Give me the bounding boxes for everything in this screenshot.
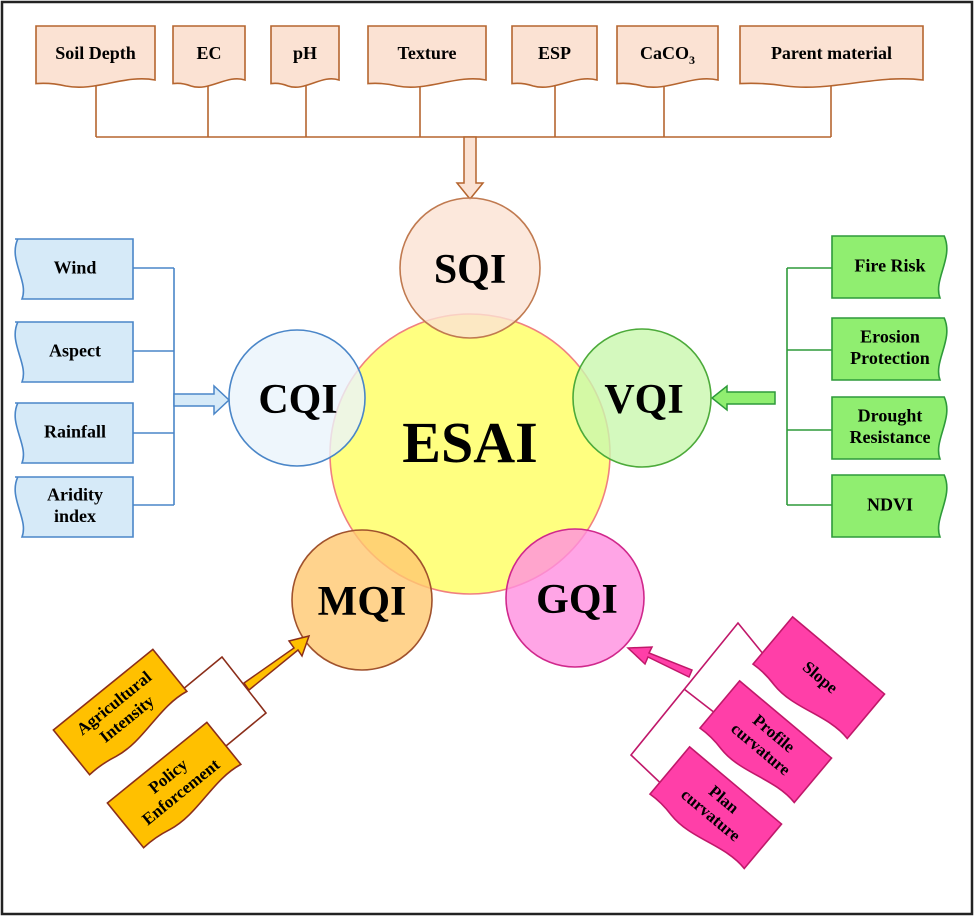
soil-box-ph: pH xyxy=(270,25,340,89)
soil-arrow xyxy=(455,136,485,201)
soil-label: Soil Depth xyxy=(55,43,136,63)
climate-label: Wind xyxy=(54,257,97,277)
climate-label: Aridity xyxy=(47,485,103,505)
index-circles: ESAI SQI CQI VQI MQI GQI xyxy=(228,197,712,671)
sqi-circle xyxy=(399,197,541,339)
climate-arrow xyxy=(173,384,231,416)
cqi-circle xyxy=(228,329,366,467)
soil-box-soil-depth: Soil Depth xyxy=(35,25,156,88)
soil-box-caco: CaCO3 xyxy=(616,25,719,88)
vegetation-label: Drought xyxy=(858,406,923,426)
soil-box-texture: Texture xyxy=(367,25,487,88)
soil-box-ec: EC xyxy=(172,25,246,89)
cqi-label: CQI xyxy=(258,377,337,423)
gqi-circle xyxy=(505,528,645,668)
vegetation-arrow xyxy=(710,384,776,412)
soil-label: pH xyxy=(293,43,317,63)
climate-label: Rainfall xyxy=(44,421,106,441)
vegetation-label: Protection xyxy=(850,348,930,368)
climate-box-aspect: Aspect xyxy=(14,321,134,383)
vegetation-box-fire-risk: Fire Risk xyxy=(831,235,948,299)
soil-label: Texture xyxy=(397,43,456,63)
climate-box-rainfall: Rainfall xyxy=(14,402,134,464)
gqi-label: GQI xyxy=(536,577,618,623)
climate-label: index xyxy=(54,506,96,526)
vegetation-label: Fire Risk xyxy=(854,255,925,275)
management-arrow xyxy=(242,634,311,692)
vqi-label: VQI xyxy=(604,377,683,423)
soil-label: ESP xyxy=(538,43,571,63)
climate-label: Aspect xyxy=(49,340,101,360)
geology-arrow xyxy=(626,646,693,679)
soil-box-parent-material: Parent material xyxy=(739,25,924,89)
soil-parameters-group: Soil Depth EC pH Texture ESP CaCO3 Parent mate… xyxy=(35,25,924,201)
geology-box-slope: Slope xyxy=(751,615,886,740)
vqi-circle xyxy=(572,328,712,468)
vegetation-label: NDVI xyxy=(867,494,913,514)
vegetation-box-ndvi: NDVI xyxy=(831,474,948,538)
vegetation-parameters-group: Fire RiskErosionProtectionDroughtResista… xyxy=(710,235,948,538)
soil-box-esp: ESP xyxy=(511,25,598,88)
climate-box-wind: Wind xyxy=(14,238,134,300)
sqi-label: SQI xyxy=(434,247,506,293)
soil-label: Parent material xyxy=(771,43,892,63)
mqi-label: MQI xyxy=(318,579,407,625)
esai-label: ESAI xyxy=(402,410,537,475)
caco3-subscript: 3 xyxy=(689,53,695,67)
vegetation-label: Resistance xyxy=(850,427,931,447)
vegetation-label: Erosion xyxy=(860,327,920,347)
mqi-circle xyxy=(291,529,433,671)
soil-label: EC xyxy=(196,43,221,63)
